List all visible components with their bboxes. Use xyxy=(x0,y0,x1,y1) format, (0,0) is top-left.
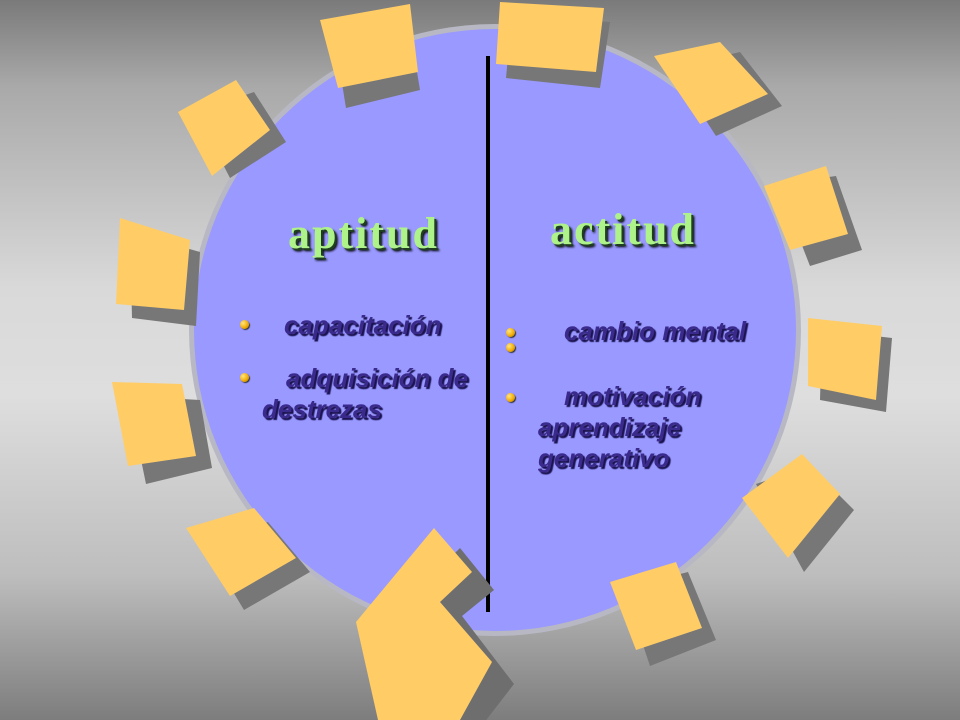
central-circle xyxy=(194,29,796,631)
bullet-dot-icon xyxy=(240,320,249,329)
list-item-text: motivación aprendizaje generativo xyxy=(538,381,702,473)
sticky-note-icon-right-upper xyxy=(764,166,862,266)
curved-arrow-icon xyxy=(356,528,514,720)
sticky-note-icon-bottom-left xyxy=(186,508,310,610)
list-item: adquisición de destrezas xyxy=(240,363,502,425)
actitud-list: cambio mental motivación aprendizaje gen… xyxy=(506,316,748,474)
sticky-note-icon-right-lower xyxy=(742,454,854,572)
aptitud-heading: aptitud xyxy=(288,209,439,258)
list-item-text: cambio mental xyxy=(564,316,747,346)
list-item: capacitación xyxy=(240,310,502,341)
sticky-note-icon-left xyxy=(116,218,200,326)
aptitud-list: capacitación adquisición de destrezas xyxy=(240,310,502,425)
sticky-note-icon-left-lower xyxy=(112,382,212,484)
sticky-note-icon-top-right xyxy=(654,42,782,136)
list-item-text: adquisición de destrezas xyxy=(262,363,469,424)
sticky-note-icon-top xyxy=(496,2,610,88)
list-item-text: capacitación xyxy=(284,310,442,340)
bullet-dot-icon xyxy=(506,328,515,337)
list-item: cambio mental xyxy=(506,316,748,347)
actitud-heading: actitud xyxy=(550,205,696,254)
sticky-note-icon-right xyxy=(808,318,892,412)
bullet-dot-icon xyxy=(506,393,515,402)
sticky-note-icon-left-upper xyxy=(178,80,286,178)
sticky-note-icon-top-left xyxy=(320,4,420,108)
bullet-dot-icon xyxy=(240,373,249,382)
list-item: motivación aprendizaje generativo xyxy=(506,381,748,474)
bullet-dot-icon xyxy=(506,343,515,352)
sticky-note-icon-bottom-right xyxy=(610,562,716,666)
